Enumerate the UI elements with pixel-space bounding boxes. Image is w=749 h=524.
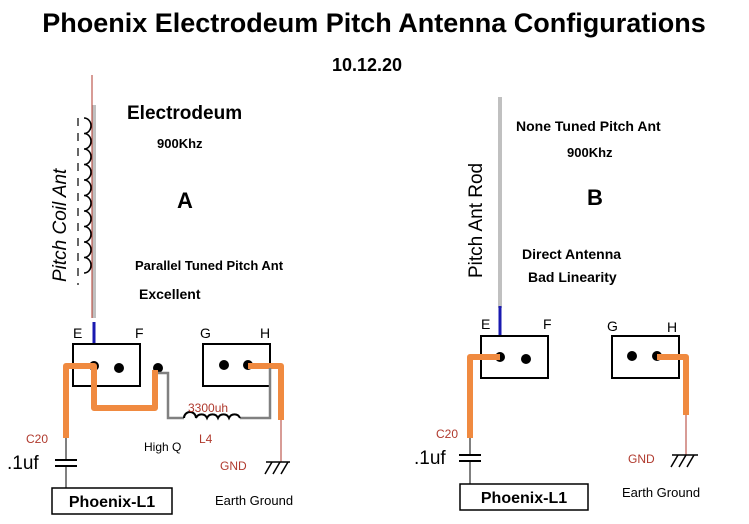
earth-ground-a-label: Earth Ground [215,493,293,508]
diagram-title: Phoenix Electrodeum Pitch Antenna Config… [42,8,706,38]
ground-a-hatch-2 [272,461,281,475]
config-b-letter: B [587,185,603,210]
terminal-a-e: E [73,325,82,341]
config-b-type: None Tuned Pitch Ant [516,118,661,134]
inductor-l4 [183,411,241,421]
wire-b-ground [657,354,689,415]
pitch-coil-ant-label: Pitch Coil Ant [50,168,71,282]
terminal-dot-f [114,363,124,373]
wire-a-l4-left [158,371,184,420]
module-box-a [51,487,173,515]
config-b-note1: Direct Antenna [522,246,621,262]
terminal-dot-f-b [521,354,531,364]
config-b-note2: Bad Linearity [528,269,617,285]
inductor-note: High Q [144,440,181,454]
terminal-dot-g-b [627,351,637,361]
terminal-dot-g [219,360,229,370]
cap-a-name: C20 [26,432,48,446]
module-b-label: Phoenix-L1 [481,490,567,507]
ground-b-hatch-2 [678,454,687,468]
coil-windings [83,117,92,274]
terminal-a-g: G [200,325,211,341]
ground-a-hatch-1 [264,461,273,475]
terminal-b-h: H [667,319,677,335]
wire-b-main [467,354,500,438]
terminal-a-f: F [135,325,144,341]
config-a-type: Parallel Tuned Pitch Ant [135,258,284,273]
terminal-b-f: F [543,316,552,332]
wire-a-ground [248,363,284,420]
config-a: Pitch Coil Ant Electrodeum 900Khz A Para… [7,75,293,515]
earth-ground-b-label: Earth Ground [622,485,700,500]
diagram-date: 10.12.20 [332,55,402,75]
gnd-a-label: GND [220,459,247,473]
wire-a-l4-right [240,368,272,420]
terminal-b-e: E [481,316,490,332]
cap-a-value: .1uf [7,453,39,474]
config-a-quality: Excellent [139,286,201,302]
gnd-b-label: GND [628,452,655,466]
cap-b-name: C20 [436,427,458,441]
ground-b-hatch-1 [670,454,679,468]
config-b: Pitch Ant Rod None Tuned Pitch Ant 900Kh… [414,97,700,511]
module-a-label: Phoenix-L1 [69,494,155,511]
ground-b-hatch-3 [686,454,695,468]
pitch-ant-rod-label: Pitch Ant Rod [466,163,487,278]
inductor-name: L4 [199,432,213,446]
module-box-b [459,483,589,511]
inductor-value: 3300uh [188,401,228,415]
cap-b-value: .1uf [414,448,446,469]
ground-a-hatch-3 [280,461,289,475]
pitch-coil [83,117,92,274]
config-a-name: Electrodeum [127,103,242,124]
wire-a-main [63,363,158,438]
config-a-freq: 900Khz [157,136,203,151]
terminal-a-h: H [260,325,270,341]
terminal-b-g: G [607,318,618,334]
config-a-letter: A [177,188,193,213]
config-b-freq: 900Khz [567,145,613,160]
